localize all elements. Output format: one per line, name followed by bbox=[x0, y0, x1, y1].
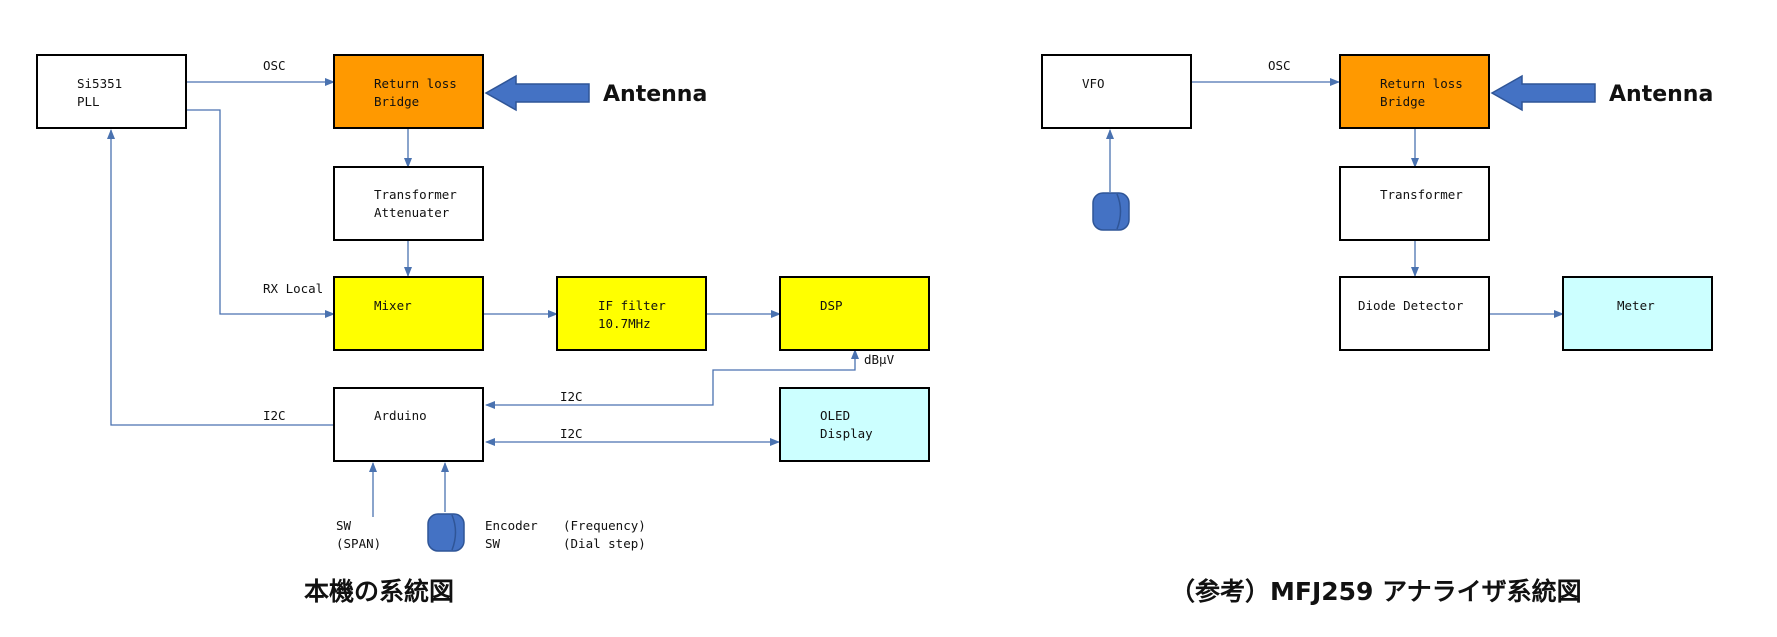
vfo-block bbox=[1041, 54, 1192, 129]
oled-display-block bbox=[779, 387, 930, 462]
arduino-label: Arduino bbox=[374, 408, 427, 423]
i2c-dsp-wire bbox=[485, 349, 859, 409]
diode-detector-block bbox=[1339, 276, 1490, 351]
meter-label: Meter bbox=[1617, 298, 1655, 313]
antenna-arrow-icon bbox=[484, 74, 590, 112]
osc-label: OSC bbox=[263, 58, 286, 73]
if-filter-block bbox=[556, 276, 707, 351]
right-caption: （参考）MFJ259 アナライザ系統図 bbox=[1170, 577, 1582, 606]
encoder-knob-icon bbox=[427, 513, 465, 552]
bridge-label-line1: Return loss bbox=[374, 76, 457, 91]
right-diagram: VFO Return loss Bridge Transformer Diode… bbox=[1041, 54, 1713, 606]
encoder-label: Encoder bbox=[485, 518, 538, 533]
left-caption: 本機の系統図 bbox=[304, 577, 454, 606]
right-bridge-label-line1: Return loss bbox=[1380, 76, 1463, 91]
antenna-label: Antenna bbox=[603, 82, 707, 107]
vfo-label: VFO bbox=[1082, 76, 1105, 91]
dbuv-label: dBμV bbox=[864, 352, 895, 367]
si5351-pll-block bbox=[36, 54, 187, 129]
span-label: (SPAN) bbox=[336, 536, 381, 551]
mixer-block bbox=[333, 276, 484, 351]
i2c-dsp-label: I2C bbox=[560, 389, 583, 404]
right-osc-label: OSC bbox=[1268, 58, 1291, 73]
frequency-label: (Frequency) bbox=[563, 518, 646, 533]
right-wires bbox=[1106, 78, 1564, 318]
oled-label-line2: Display bbox=[820, 426, 873, 441]
if-filter-label-line1: IF filter bbox=[598, 298, 666, 313]
sw-label: SW bbox=[336, 518, 352, 533]
oled-label-line1: OLED bbox=[820, 408, 850, 423]
right-antenna-label: Antenna bbox=[1609, 82, 1713, 107]
right-transformer-block bbox=[1339, 166, 1490, 241]
mixer-label: Mixer bbox=[374, 298, 412, 313]
i2c-pll-wire bbox=[107, 129, 334, 426]
right-return-loss-bridge-block bbox=[1339, 54, 1490, 129]
bridge-label-line2: Bridge bbox=[374, 94, 419, 109]
i2c-oled-label: I2C bbox=[560, 426, 583, 441]
right-antenna-arrow-icon bbox=[1490, 74, 1596, 112]
meter-block bbox=[1562, 276, 1713, 351]
arduino-block bbox=[333, 387, 484, 462]
right-transformer-label: Transformer bbox=[1380, 187, 1463, 202]
right-bridge-label-line2: Bridge bbox=[1380, 94, 1425, 109]
i2c-pll-label: I2C bbox=[263, 408, 286, 423]
rx-local-wire bbox=[186, 109, 335, 318]
dsp-label: DSP bbox=[820, 298, 843, 313]
dial-step-label: (Dial step) bbox=[563, 536, 646, 551]
transformer-attenuater-block bbox=[333, 166, 484, 241]
if-filter-label-line2: 10.7MHz bbox=[598, 316, 651, 331]
diode-detector-label: Diode Detector bbox=[1358, 298, 1464, 313]
si5351-label: Si5351 bbox=[77, 76, 122, 91]
left-diagram: Si5351 PLL Return loss Bridge Transforme… bbox=[36, 54, 930, 606]
transformer-label-line1: Transformer bbox=[374, 187, 457, 202]
return-loss-bridge-block bbox=[333, 54, 484, 129]
vfo-knob-icon bbox=[1092, 192, 1130, 231]
transformer-label-line2: Attenuater bbox=[374, 205, 450, 220]
pll-label: PLL bbox=[77, 94, 100, 109]
rx-local-label: RX Local bbox=[263, 281, 323, 296]
dsp-block bbox=[779, 276, 930, 351]
sw2-label: SW bbox=[485, 536, 501, 551]
left-wires bbox=[107, 78, 859, 517]
